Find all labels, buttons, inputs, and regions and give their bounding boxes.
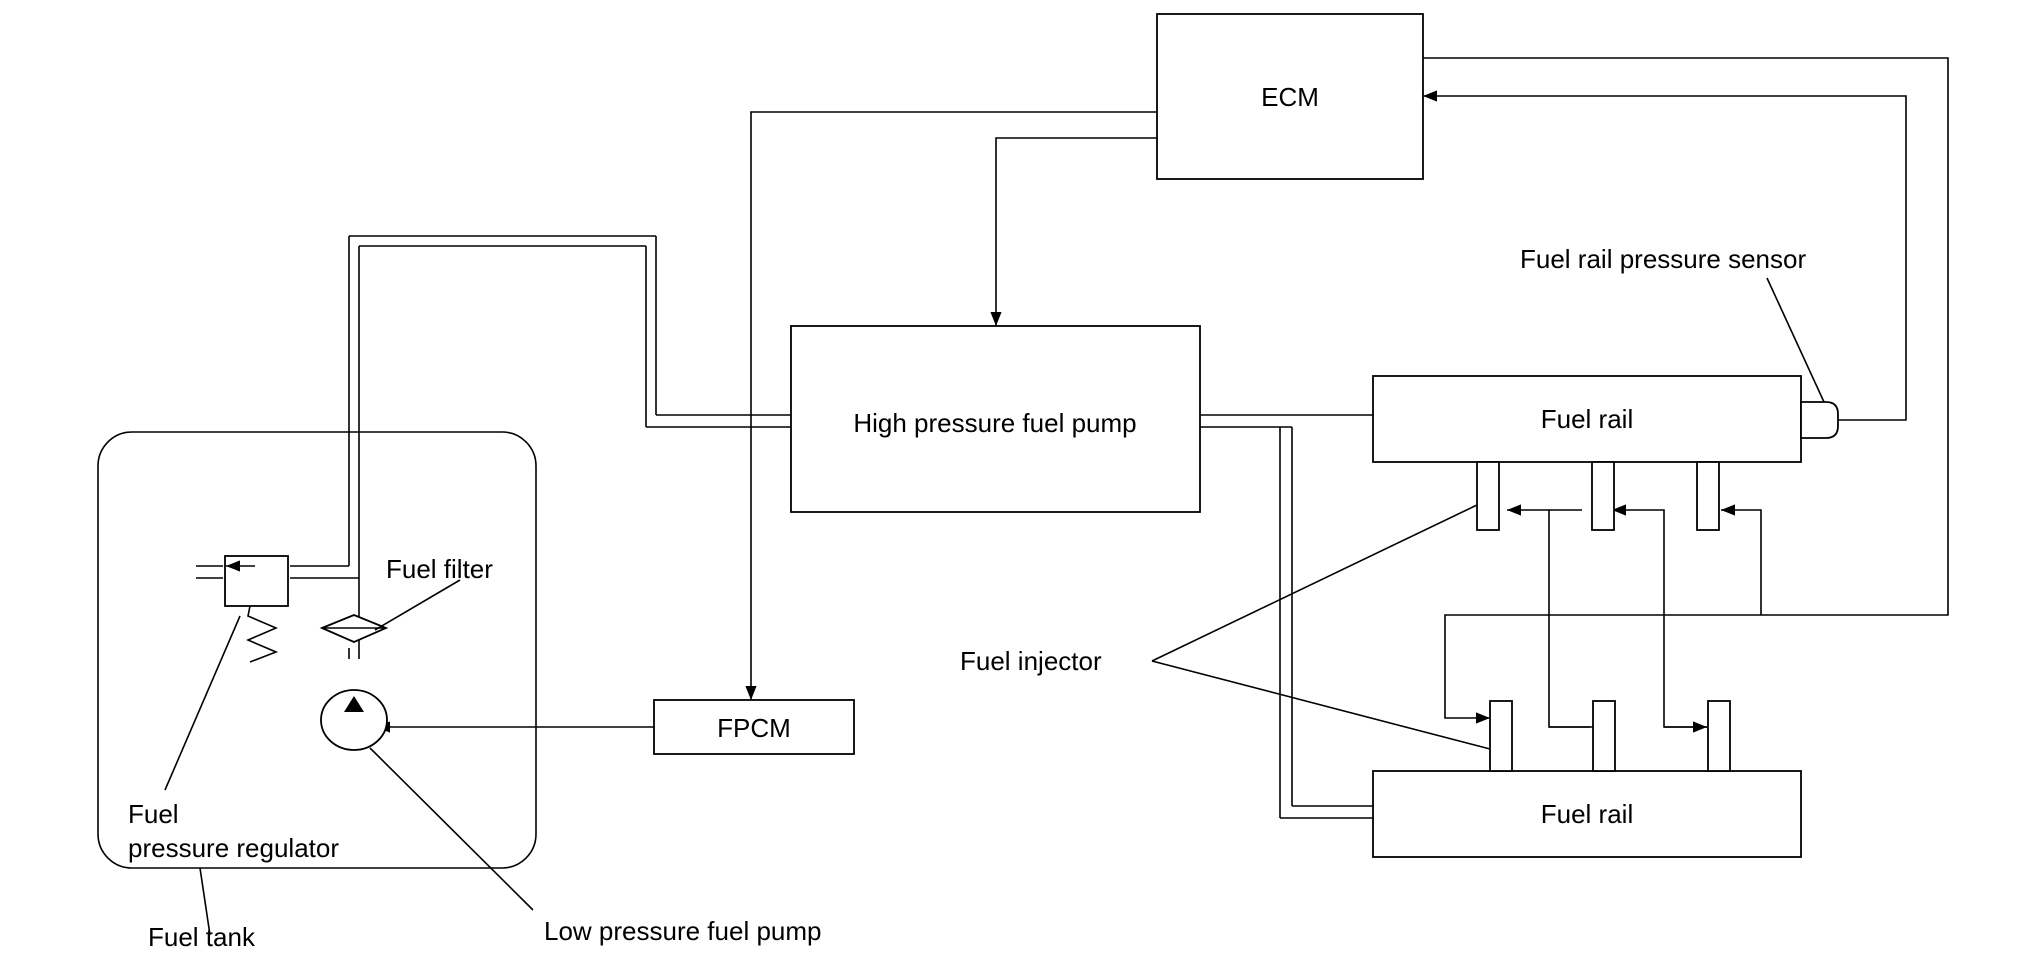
leader-lines bbox=[164, 277, 1825, 911]
fuel-rail-bottom: Fuel rail bbox=[1372, 770, 1802, 858]
fuel-rail-pressure-sensor bbox=[1800, 401, 1839, 439]
high-pressure-fuel-pump: High pressure fuel pump bbox=[790, 325, 1201, 513]
regulator-label-line1: Fuel bbox=[128, 799, 179, 829]
fuel-tank-label: Fuel tank bbox=[148, 922, 256, 952]
injector-top-1 bbox=[1476, 461, 1500, 531]
fuel-tank-leader bbox=[199, 867, 211, 936]
fuel-pressure-regulator bbox=[224, 555, 289, 663]
fuel-rail-top: Fuel rail bbox=[1372, 375, 1802, 463]
fpcm-block: FPCM bbox=[653, 699, 855, 755]
ecm-block: ECM bbox=[1156, 13, 1424, 180]
fuel-rail-bottom-label: Fuel rail bbox=[1541, 799, 1633, 829]
low-pressure-fuel-pump bbox=[320, 689, 388, 751]
injector-top-2 bbox=[1591, 461, 1615, 531]
lp-pump-label: Low pressure fuel pump bbox=[544, 916, 821, 946]
fuel-tank bbox=[97, 431, 537, 869]
rail-sensor-label: Fuel rail pressure sensor bbox=[1520, 244, 1806, 274]
regulator-label-line2: pressure regulator bbox=[128, 833, 339, 863]
fuel-rail-top-label: Fuel rail bbox=[1541, 404, 1633, 434]
fuel-pipes bbox=[196, 235, 1373, 819]
hp-pump-label: High pressure fuel pump bbox=[853, 408, 1136, 438]
fuel-filter-label: Fuel filter bbox=[386, 554, 493, 584]
fpcm-label: FPCM bbox=[717, 713, 791, 743]
injector-bottom-2 bbox=[1592, 700, 1616, 772]
signal-lines bbox=[376, 57, 1949, 733]
ecm-label: ECM bbox=[1261, 82, 1319, 112]
fuel-injectors bbox=[1476, 461, 1731, 772]
injector-top-3 bbox=[1696, 461, 1720, 531]
injector-bottom-3 bbox=[1707, 700, 1731, 772]
injector-bottom-1 bbox=[1489, 700, 1513, 772]
fuel-injector-label: Fuel injector bbox=[960, 646, 1102, 676]
